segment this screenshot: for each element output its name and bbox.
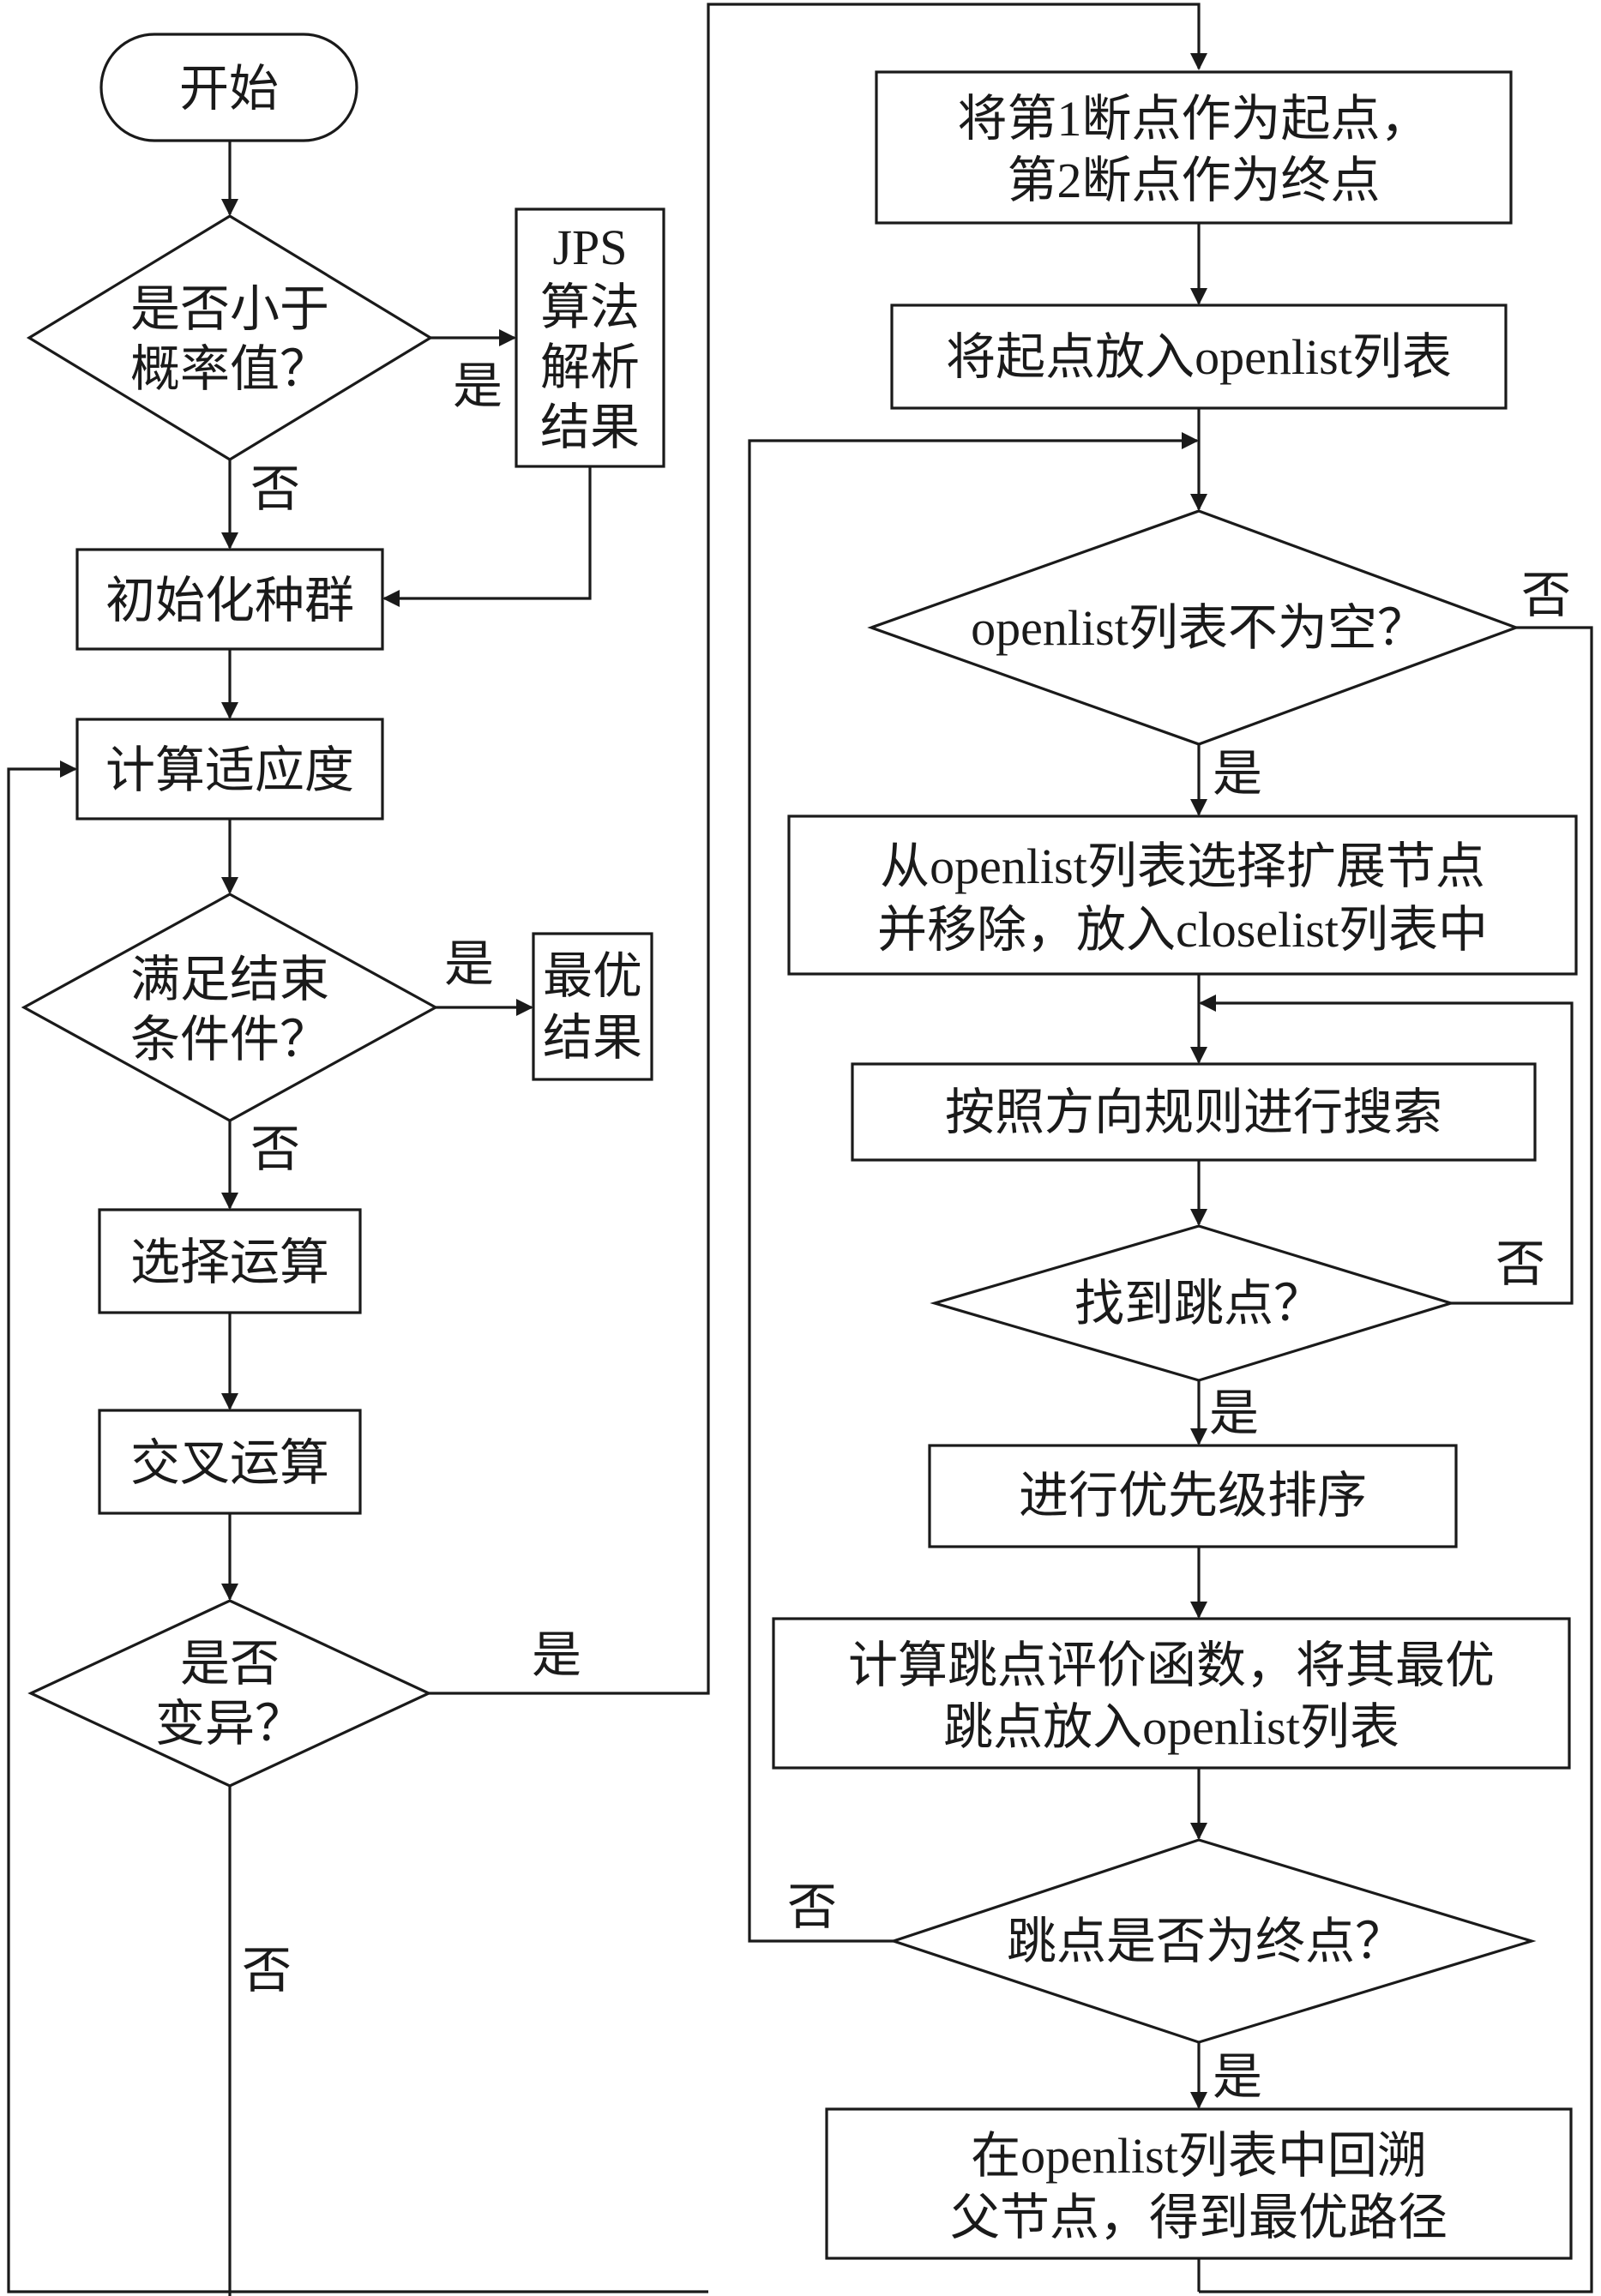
probability-decision: 是否小于 概率值？ bbox=[26, 214, 434, 461]
end-condition-line2: 条件件？ bbox=[130, 1012, 329, 1067]
init-population-box: 初始化种群 bbox=[75, 548, 384, 651]
label-yes-openlist: 是 bbox=[1213, 746, 1262, 802]
mutation-decision-line1: 是否 bbox=[180, 1636, 280, 1692]
label-no-end-condition: 否 bbox=[250, 1121, 300, 1177]
backtrack-line2: 父节点，得到最优路径 bbox=[950, 2190, 1448, 2245]
label-yes-probability: 是 bbox=[453, 358, 503, 414]
end-condition-line1: 满足结束 bbox=[130, 952, 329, 1007]
best-result-line2: 结果 bbox=[543, 1010, 642, 1066]
openlist-not-empty-decision: openlist列表不为空？ bbox=[867, 509, 1520, 746]
select-expand-node-line1: 从openlist列表选择扩展节点 bbox=[880, 838, 1485, 894]
crossover-label: 交叉运算 bbox=[130, 1435, 329, 1491]
mutation-decision: 是否 变异？ bbox=[27, 1599, 432, 1788]
openlist-not-empty-label: openlist列表不为空？ bbox=[971, 600, 1427, 656]
arrow-loop-back-to-fitness bbox=[7, 760, 708, 2293]
select-expand-node-box: 从openlist列表选择扩展节点 并移除，放入closelist列表中 bbox=[787, 814, 1578, 976]
end-condition-decision: 满足结束 条件件？ bbox=[21, 893, 439, 1122]
jps-result-line1: JPS bbox=[552, 219, 627, 275]
found-jump-point-label: 找到跳点？ bbox=[1074, 1276, 1323, 1331]
calc-fitness-label: 计算适应度 bbox=[105, 742, 354, 798]
backtrack-line1: 在openlist列表中回溯 bbox=[971, 2128, 1427, 2184]
arrow-mutation-yes-to-jps bbox=[429, 3, 1207, 1695]
eval-jump-point-line2: 跳点放入openlist列表 bbox=[943, 1699, 1399, 1755]
search-direction-label: 按照方向规则进行搜索 bbox=[945, 1085, 1442, 1140]
jps-result-line2: 算法 bbox=[540, 279, 640, 335]
init-population-label: 初始化种群 bbox=[105, 573, 354, 628]
label-yes-goal: 是 bbox=[1213, 2049, 1262, 2105]
priority-sort-box: 进行优先级排序 bbox=[928, 1444, 1458, 1548]
arrow-jps-to-init bbox=[382, 466, 592, 607]
label-yes-mutation: 是 bbox=[532, 1627, 581, 1683]
select-expand-node-line2: 并移除，放入closelist列表中 bbox=[877, 902, 1488, 958]
put-start-openlist-box: 将起点放入openlist列表 bbox=[890, 304, 1508, 410]
best-result-box: 最优 结果 bbox=[532, 932, 653, 1081]
label-no-mutation: 否 bbox=[242, 1943, 292, 1998]
start-label: 开始 bbox=[179, 61, 279, 117]
arrow-goal-no-loop bbox=[748, 432, 1199, 1943]
probability-decision-line2: 概率值？ bbox=[130, 341, 329, 397]
label-no-goal: 否 bbox=[787, 1879, 837, 1935]
arrow-found-no-loop bbox=[1199, 995, 1574, 1305]
set-points-box: 将第1断点作为起点， 第2断点作为终点 bbox=[875, 70, 1513, 225]
jps-result-box: JPS 算法 解析 结果 bbox=[515, 207, 665, 468]
line-not-empty-no bbox=[1199, 626, 1593, 2293]
best-result-line1: 最优 bbox=[543, 948, 642, 1004]
backtrack-box: 在openlist列表中回溯 父节点，得到最优路径 bbox=[825, 2107, 1573, 2260]
jps-result-line3: 解析 bbox=[540, 340, 640, 395]
label-yes-found: 是 bbox=[1209, 1385, 1259, 1441]
label-no-openlist: 否 bbox=[1521, 568, 1571, 623]
found-jump-point-decision: 找到跳点？ bbox=[930, 1224, 1456, 1382]
eval-jump-point-box: 计算跳点评价函数，将其最优 跳点放入openlist列表 bbox=[772, 1617, 1571, 1770]
jump-is-goal-decision: 跳点是否为终点？ bbox=[888, 1838, 1537, 2044]
label-no-probability: 否 bbox=[250, 461, 300, 517]
label-no-found: 否 bbox=[1496, 1236, 1545, 1292]
search-direction-box: 按照方向规则进行搜索 bbox=[851, 1062, 1537, 1162]
put-start-openlist-label: 将起点放入openlist列表 bbox=[946, 329, 1452, 385]
start-terminal: 开始 bbox=[99, 33, 358, 142]
set-points-line1: 将第1断点作为起点， bbox=[957, 91, 1429, 147]
calc-fitness-box: 计算适应度 bbox=[75, 718, 384, 820]
selection-label: 选择运算 bbox=[130, 1235, 329, 1290]
crossover-box: 交叉运算 bbox=[98, 1409, 362, 1515]
priority-sort-label: 进行优先级排序 bbox=[1019, 1468, 1367, 1524]
jps-result-line4: 结果 bbox=[540, 400, 640, 455]
jump-is-goal-label: 跳点是否为终点？ bbox=[1007, 1914, 1405, 1969]
selection-box: 选择运算 bbox=[98, 1208, 362, 1314]
probability-decision-line1: 是否小于 bbox=[130, 281, 329, 337]
set-points-line2: 第2断点作为终点 bbox=[1007, 153, 1380, 208]
mutation-decision-line2: 变异？ bbox=[155, 1696, 304, 1752]
eval-jump-point-line1: 计算跳点评价函数，将其最优 bbox=[848, 1638, 1495, 1693]
label-yes-end-condition: 是 bbox=[444, 936, 494, 992]
